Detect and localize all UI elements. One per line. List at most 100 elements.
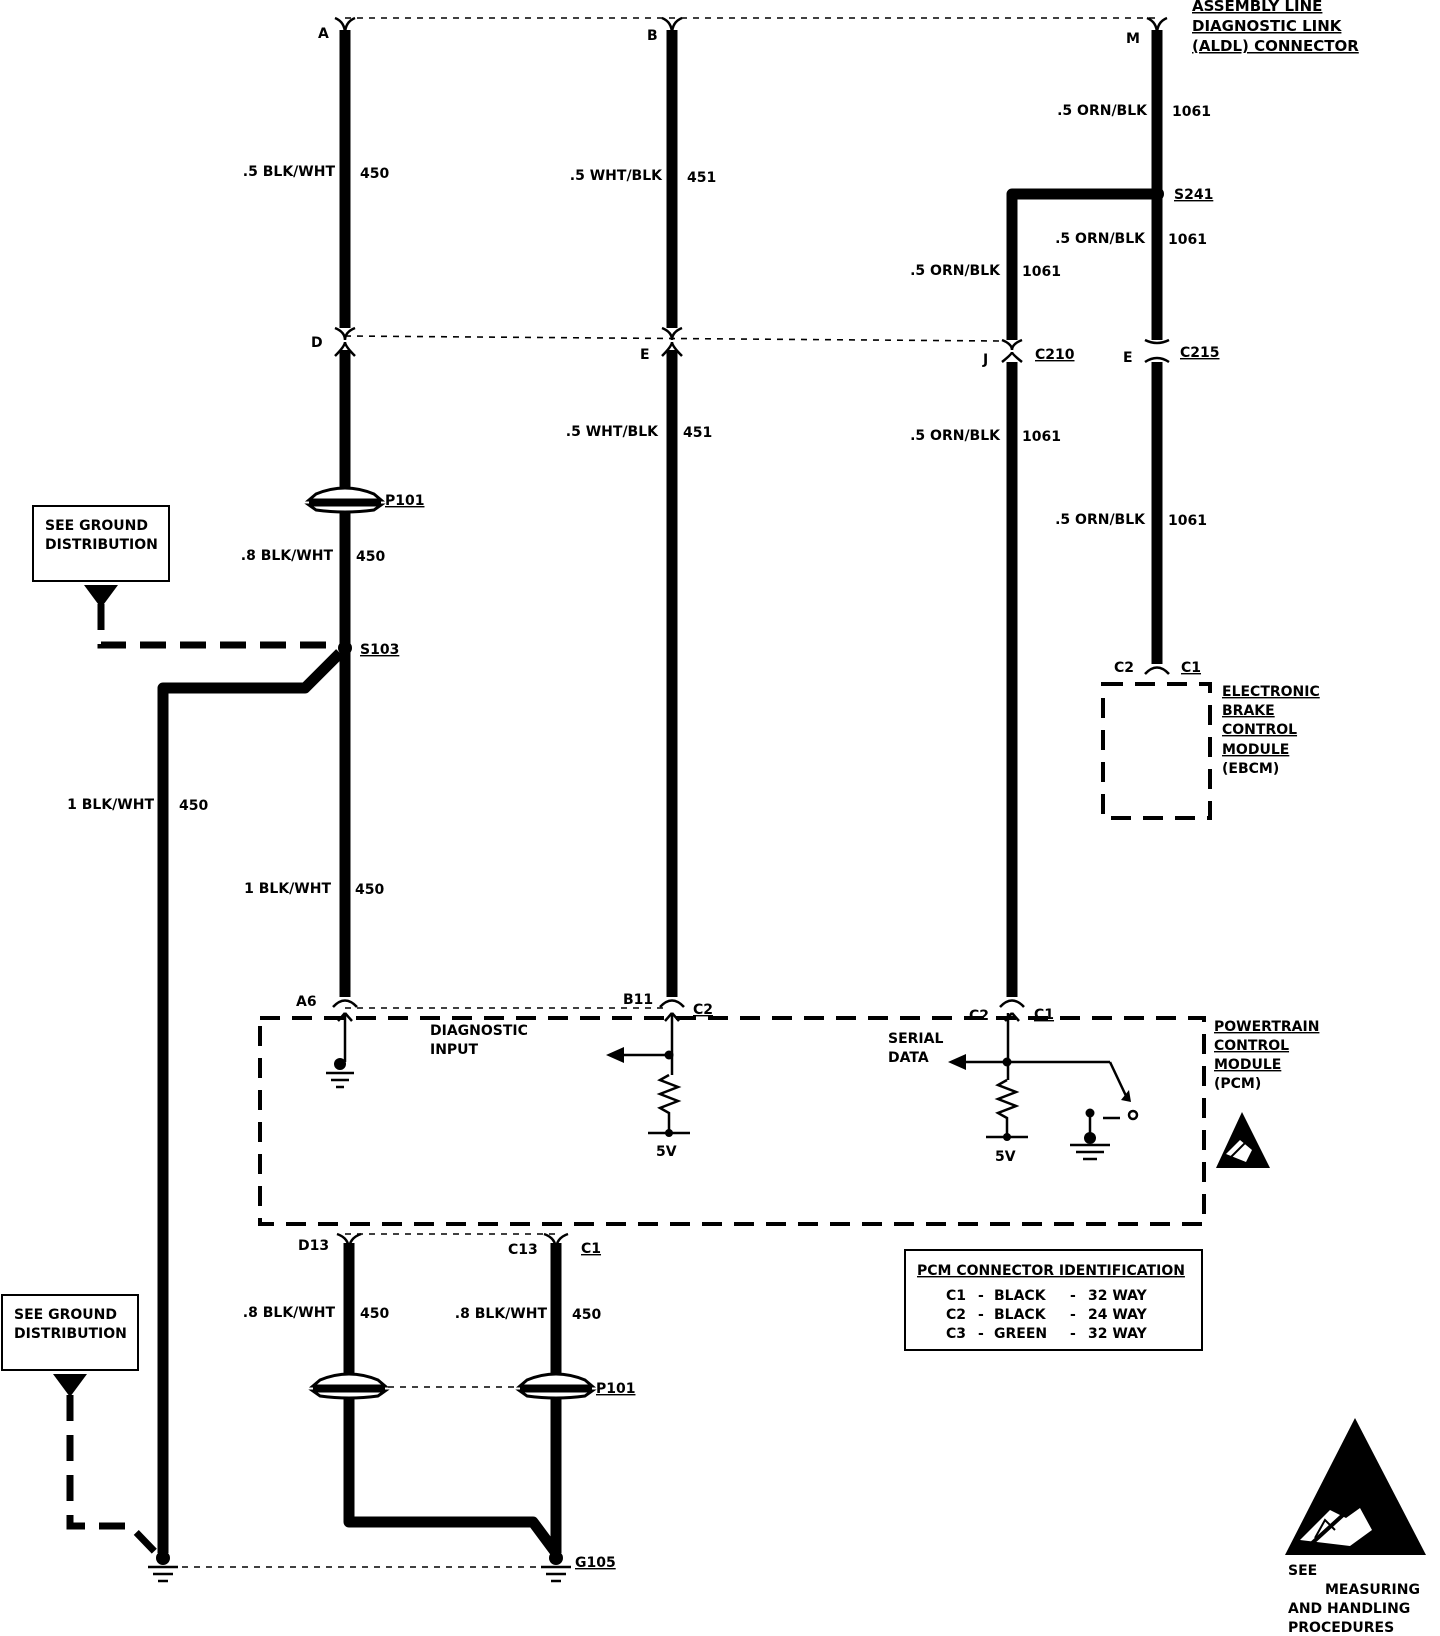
splice-label-s241: S241 bbox=[1174, 187, 1213, 203]
pcm-terminal-c13 bbox=[543, 1232, 569, 1251]
connector-label-c1-pcm-bottom: C1 bbox=[581, 1241, 601, 1257]
c210-terminal-d bbox=[334, 326, 356, 357]
wire-label-b-top-circuit: 451 bbox=[687, 170, 716, 186]
ebcm-box bbox=[1101, 682, 1212, 820]
wire-label-left-gauge: 1 BLK/WHT bbox=[67, 797, 154, 813]
pin-label-a: A bbox=[318, 26, 329, 42]
ground-label-g105: G105 bbox=[575, 1555, 616, 1571]
connector-label-c1-pcm-serial: C1 bbox=[1034, 1007, 1054, 1023]
ground-distribution-box-1 bbox=[32, 505, 170, 582]
wire-label-left-circuit: 450 bbox=[179, 798, 208, 814]
serial-data-line-1: SERIAL bbox=[888, 1031, 943, 1047]
svg-text:-: - bbox=[1070, 1288, 1076, 1304]
pin-label-m: M bbox=[1126, 31, 1140, 47]
svg-text:-: - bbox=[978, 1307, 984, 1323]
wire-label-a-top-gauge: .5 BLK/WHT bbox=[243, 164, 336, 180]
esd-note-line-4: PROCEDURES bbox=[1288, 1620, 1394, 1636]
wire-label-p101-gauge: .8 BLK/WHT bbox=[241, 548, 334, 564]
pcm-label-line-3: MODULE bbox=[1214, 1057, 1281, 1073]
wire-label-a-top-circuit: 450 bbox=[360, 166, 389, 182]
pcm-box bbox=[258, 1016, 1206, 1226]
pin-label-e-c210: E bbox=[640, 347, 650, 363]
svg-text:C2: C2 bbox=[946, 1307, 966, 1323]
pin-label-d13: D13 bbox=[298, 1238, 329, 1254]
wire-label-m-top-circuit: 1061 bbox=[1172, 104, 1211, 120]
connector-label-c215: C215 bbox=[1180, 345, 1220, 361]
pcm-terminal-d13 bbox=[336, 1232, 362, 1251]
pcm-connector-table-title: PCM CONNECTOR IDENTIFICATION bbox=[917, 1263, 1185, 1279]
wire-label-d13-circuit: 450 bbox=[360, 1306, 389, 1322]
svg-text:BLACK: BLACK bbox=[994, 1288, 1047, 1304]
wire-label-j-top-circuit: 1061 bbox=[1022, 264, 1061, 280]
connector-label-p101-top: P101 bbox=[385, 493, 424, 509]
pin-label-a6: A6 bbox=[296, 994, 317, 1010]
ebcm-label-line-5: (EBCM) bbox=[1222, 761, 1279, 777]
ground-arrow-2 bbox=[53, 1374, 87, 1397]
pcm-terminal-b11 bbox=[659, 999, 685, 1008]
esd-warning-icon-small bbox=[1216, 1112, 1270, 1168]
pcm-connector-table-frame bbox=[904, 1249, 1203, 1351]
pcm-serial-circuit bbox=[948, 1012, 1139, 1161]
ebcm-label-line-3: CONTROL bbox=[1222, 722, 1297, 738]
svg-text:-: - bbox=[1070, 1307, 1076, 1323]
wire-label-m-low-gauge: .5 ORN/BLK bbox=[1055, 512, 1146, 528]
wire-label-c13-gauge: .8 BLK/WHT bbox=[455, 1306, 548, 1322]
splice-s241-dot bbox=[1150, 187, 1164, 201]
svg-text:C3: C3 bbox=[946, 1326, 966, 1342]
p101-connector-bottom-left bbox=[308, 1372, 390, 1400]
ground-dist-dash-2 bbox=[66, 1395, 161, 1558]
c210-terminal-e bbox=[661, 326, 683, 357]
wire-label-j-mid-gauge: .5 ORN/BLK bbox=[910, 428, 1001, 444]
connector-label-c2-pcm-serial: C2 bbox=[969, 1008, 989, 1024]
ground-box-1-line-1: SEE GROUND bbox=[45, 518, 148, 534]
ebcm-terminal bbox=[1144, 666, 1170, 675]
svg-text:BLACK: BLACK bbox=[994, 1307, 1047, 1323]
pcm-terminal-serial bbox=[999, 999, 1025, 1008]
aldl-title-line-1: ASSEMBLY LINE bbox=[1192, 0, 1322, 15]
ebcm-label-line-1: ELECTRONIC bbox=[1222, 684, 1320, 700]
serial-data-line-2: DATA bbox=[888, 1050, 929, 1066]
ground-distribution-box-2 bbox=[1, 1294, 139, 1371]
c210-terminal-j bbox=[1001, 338, 1023, 363]
ground-symbol-left bbox=[148, 1565, 178, 1583]
wire-label-m-mid-gauge: .5 ORN/BLK bbox=[1055, 231, 1146, 247]
c215-terminal-e bbox=[1144, 338, 1170, 364]
pcm-connector-table-row: C2 - BLACK - 24 WAY bbox=[946, 1307, 1148, 1323]
pcm-a6-ground bbox=[326, 1012, 354, 1089]
wire-label-m-mid-circuit: 1061 bbox=[1168, 232, 1207, 248]
esd-note-line-3: AND HANDLING bbox=[1288, 1601, 1410, 1617]
pin-label-j: J bbox=[982, 352, 988, 368]
pcm-connector-table-row: C1 - BLACK - 32 WAY bbox=[946, 1288, 1148, 1304]
pin-label-c13: C13 bbox=[508, 1242, 538, 1258]
connector-label-p101-bottom: P101 bbox=[596, 1381, 635, 1397]
ebcm-label-line-4: MODULE bbox=[1222, 742, 1289, 758]
connector-label-c2-ebcm: C2 bbox=[1114, 660, 1134, 676]
esd-note-line-2: MEASURING bbox=[1325, 1582, 1420, 1598]
wire-label-b-top-gauge: .5 WHT/BLK bbox=[570, 168, 663, 184]
wire-label-a6-circuit: 450 bbox=[355, 882, 384, 898]
aldl-terminal-b bbox=[661, 16, 683, 35]
svg-text:-: - bbox=[978, 1288, 984, 1304]
pcm-connector-table-row: C3 - GREEN - 32 WAY bbox=[946, 1326, 1148, 1342]
connector-label-c2-pcm-b: C2 bbox=[693, 1002, 713, 1018]
connector-label-c210: C210 bbox=[1035, 347, 1075, 363]
voltage-label-serial: 5V bbox=[995, 1149, 1016, 1165]
ground-arrow-1 bbox=[84, 585, 118, 608]
svg-text:-: - bbox=[1070, 1326, 1076, 1342]
wire-label-a6-gauge: 1 BLK/WHT bbox=[244, 881, 331, 897]
svg-text:GREEN: GREEN bbox=[994, 1326, 1047, 1342]
svg-text:24 WAY: 24 WAY bbox=[1088, 1307, 1148, 1323]
pcm-label-line-2: CONTROL bbox=[1214, 1038, 1289, 1054]
wire-circuit-450-left bbox=[157, 649, 344, 1553]
ground-symbol-g105 bbox=[541, 1565, 571, 1583]
pin-label-e-c215: E bbox=[1123, 350, 1133, 366]
wire-circuit-1061-j bbox=[1006, 188, 1157, 997]
wire-label-p101-circuit: 450 bbox=[356, 549, 385, 565]
wire-label-c13-circuit: 450 bbox=[572, 1307, 601, 1323]
ground-dot-g105 bbox=[549, 1551, 563, 1565]
ground-dist-dash-1 bbox=[97, 604, 342, 649]
svg-text:-: - bbox=[978, 1326, 984, 1342]
wire-label-d13-gauge: .8 BLK/WHT bbox=[243, 1305, 336, 1321]
ebcm-label-line-2: BRAKE bbox=[1222, 703, 1275, 719]
wire-g105-loop bbox=[343, 1515, 561, 1557]
